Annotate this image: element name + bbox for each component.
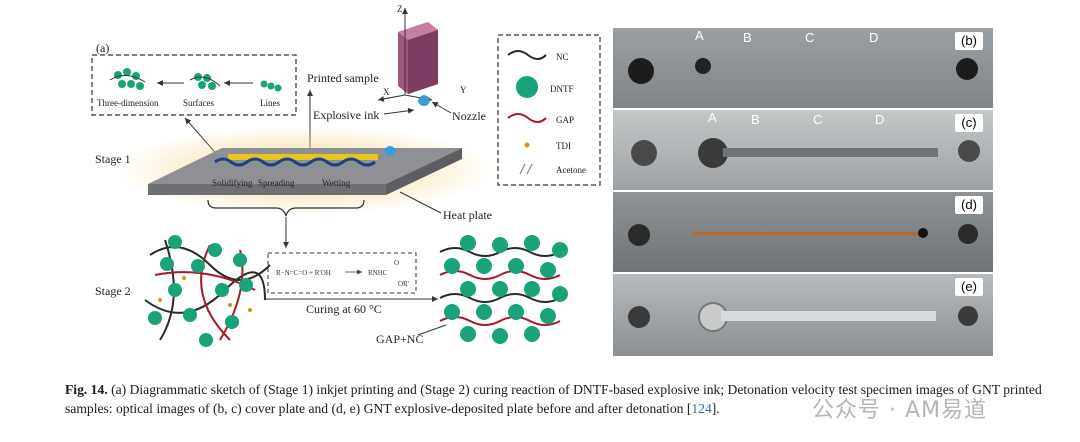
reaction-reactants: R−N=C=O + R'OH [276, 269, 331, 277]
stage2-label: Stage 2 [95, 284, 131, 298]
inset-surfaces [189, 73, 221, 90]
caption-fig-number: Fig. 14. [65, 382, 108, 397]
panel-a-label: (a) [96, 41, 109, 55]
axis-z: Z [397, 4, 403, 14]
legend-gap: GAP [556, 115, 574, 125]
photo-b-point-c: C [805, 30, 815, 45]
axis-x: X [383, 87, 390, 97]
photo-d: (d) [613, 192, 993, 272]
photo-d-label: (d) [955, 196, 983, 214]
curing-label: Curing at 60 °C [306, 302, 382, 316]
legend-dntf-icon [516, 76, 538, 98]
inset-label-3d: Three-dimension [97, 98, 159, 108]
caption-ref-link[interactable]: 124 [691, 401, 712, 416]
photo-e-label: (e) [955, 278, 983, 296]
nozzle-label: Nozzle [452, 109, 486, 123]
printed-sample-label: Printed sample [307, 71, 379, 85]
inset-lines [260, 80, 282, 92]
inset-label-lines: Lines [260, 98, 280, 108]
legend-gap-icon [507, 113, 547, 123]
legend-tdi-icon [524, 142, 530, 148]
inset-dashed-box [91, 54, 297, 116]
ink-droplet-icon [418, 95, 430, 106]
legend-dntf: DNTF [550, 84, 574, 94]
brace [207, 199, 365, 217]
photo-c-point-a: A [708, 110, 717, 125]
explosive-ink-label: Explosive ink [313, 108, 379, 122]
photo-b-point-d: D [869, 30, 879, 45]
figure-caption: Fig. 14. (a) Diagrammatic sketch of (Sta… [65, 380, 1055, 418]
photo-b-point-a: A [695, 28, 704, 43]
photo-c-point-c: C [813, 112, 823, 127]
step-solidifying: Solidifying [212, 178, 253, 188]
heat-plate-label: Heat plate [443, 208, 492, 222]
legend-acetone-icon [519, 163, 533, 175]
legend-nc-icon [507, 50, 547, 60]
reaction-product: RNHC [368, 269, 388, 277]
caption-text-2: of GNT printed samples: optical images o… [65, 382, 1042, 416]
legend-box [497, 34, 601, 186]
inset-lattice-3d [109, 68, 146, 90]
step-spreading: Spreading [258, 178, 295, 188]
caption-text-end: ]. [711, 401, 720, 416]
inset-label-surfaces: Surfaces [183, 98, 214, 108]
reaction-o: O [394, 259, 399, 267]
step-wetting: Wetting [322, 178, 351, 188]
reaction-or: OR' [398, 280, 409, 288]
stage1-label: Stage 1 [95, 152, 131, 166]
legend-tdi: TDI [556, 141, 571, 151]
photo-b-label: (b) [955, 32, 983, 50]
legend-nc: NC [556, 52, 569, 62]
photo-c-point-b: B [751, 112, 760, 127]
printed-track [228, 154, 378, 160]
photo-c-point-d: D [875, 112, 885, 127]
watermark: 公众号 · AM易道 [812, 398, 988, 423]
photo-c-label: (c) [955, 114, 983, 132]
reaction-box [267, 252, 417, 294]
figure-diagram: (a) Three-dimension Surfaces Lines Z X Y [91, 4, 601, 347]
caption-text-1: (a) Diagrammatic sketch of (Stage 1) ink… [111, 382, 955, 397]
product-label: GAP+NC [376, 332, 423, 346]
photo-b: A B C D (b) [613, 28, 993, 108]
photo-b-point-b: B [743, 30, 752, 45]
photo-e: (e) [613, 274, 993, 356]
legend-acetone: Acetone [556, 165, 586, 175]
photo-c: A B C D (c) [613, 110, 993, 190]
disordered-network [144, 235, 271, 347]
axis-y: Y [460, 85, 467, 95]
ordered-network [439, 235, 568, 344]
